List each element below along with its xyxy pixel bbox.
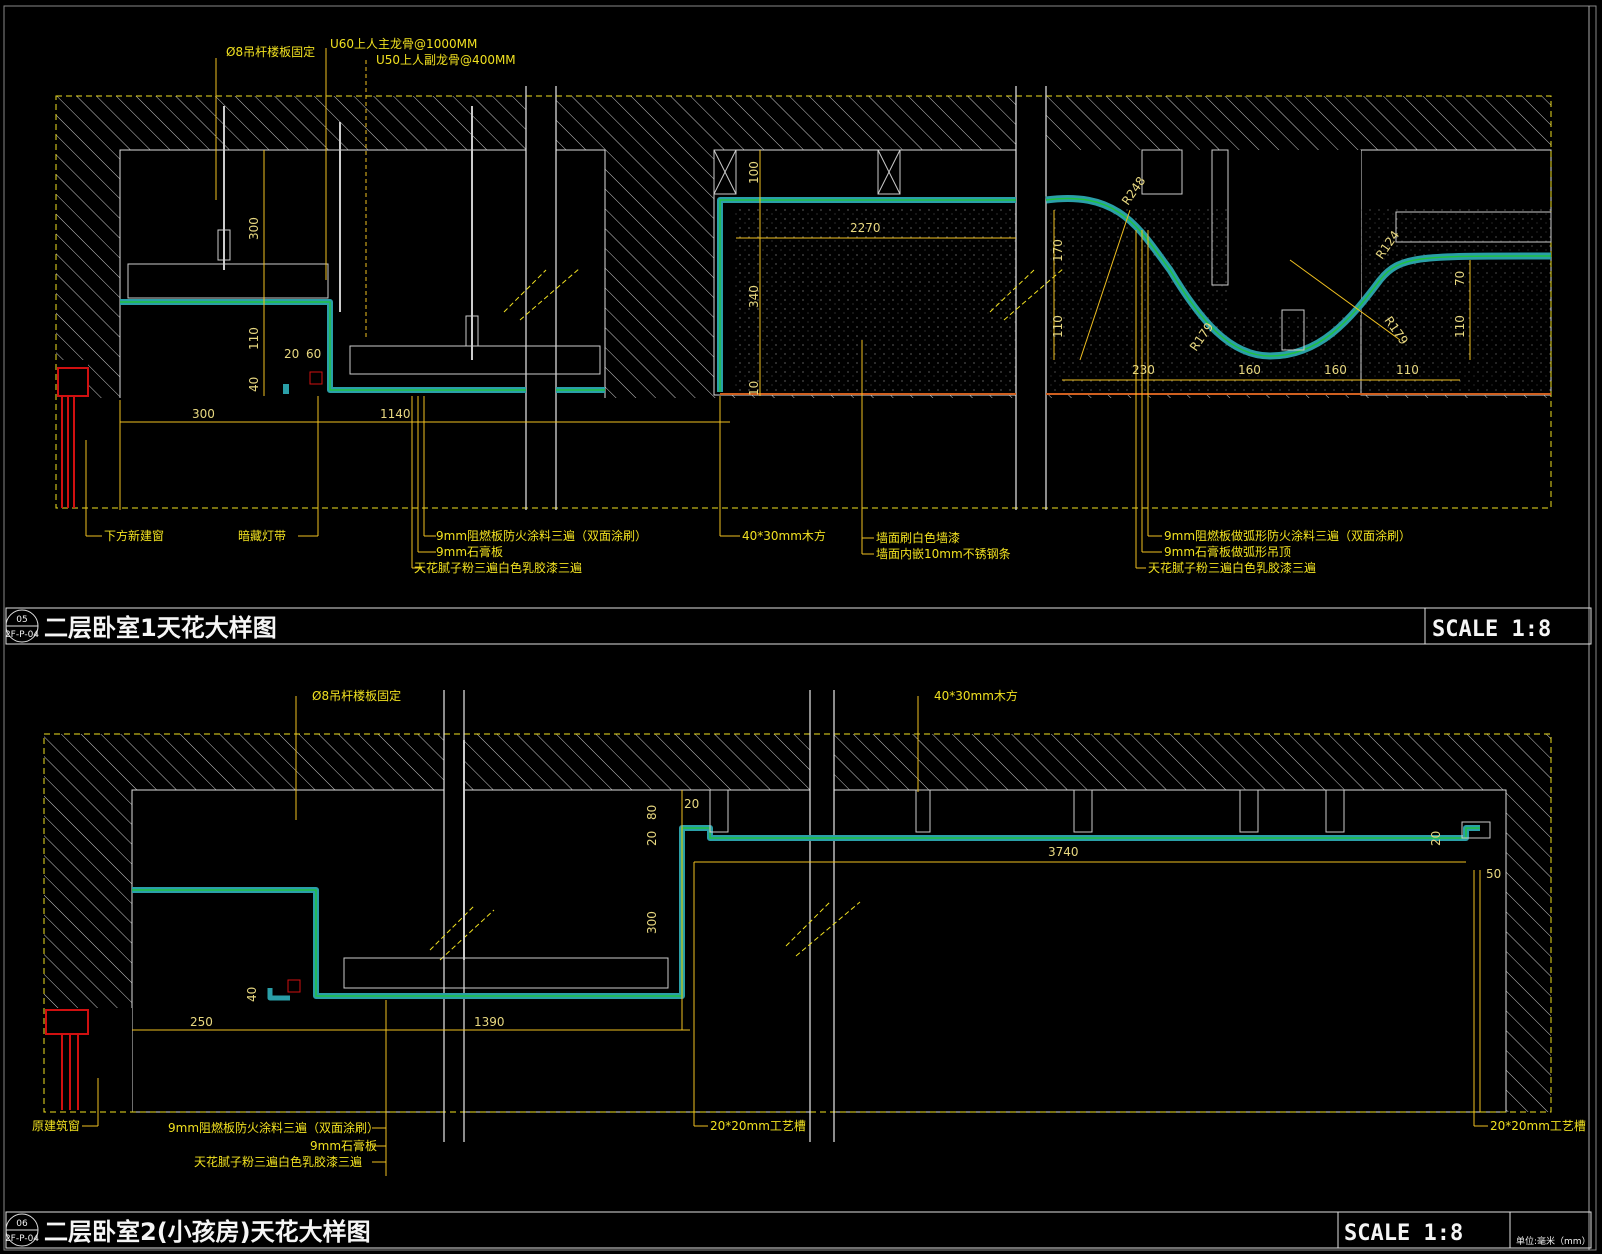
dim-70: 70 — [1453, 271, 1467, 286]
label-window: 下方新建窗 — [104, 528, 164, 543]
dim-20a: 20 — [645, 831, 659, 846]
label-steelstrip: 墙面内嵌10mm不锈钢条 — [876, 547, 1011, 561]
panel-2-badge-number: 06 — [16, 1219, 28, 1229]
dim-20: 20 — [284, 347, 299, 361]
label-rod: Ø8吊杆楼板固定 — [226, 44, 315, 59]
dim-300: 300 — [192, 407, 215, 421]
label-gypsum1: 9mm石膏板 — [436, 544, 503, 559]
dim-110: 110 — [247, 327, 261, 350]
dim-230: 230 — [1132, 363, 1155, 377]
dim-110b: 110 — [1051, 315, 1065, 338]
dim-1390: 1390 — [474, 1015, 505, 1029]
dim-2270: 2270 — [850, 221, 881, 235]
dim-80: 80 — [645, 805, 659, 820]
dim-300-2: 300 — [645, 911, 659, 934]
label-gypsum-2: 9mm石膏板 — [310, 1138, 377, 1153]
label-gypsum2: 9mm石膏板做弧形吊顶 — [1164, 544, 1291, 559]
panel-1-text: Ø8吊杆楼板固定 U60上人主龙骨@1000MM U50上人副龙骨@400MM … — [5, 37, 1551, 642]
label-board-2: 9mm阻燃板防火涂料三遍（双面涂刷） — [168, 1120, 379, 1135]
panel-1-badge-sheet: 2F-P-04 — [5, 630, 39, 640]
panel-2-scale: SCALE 1:8 — [1344, 1221, 1463, 1246]
dim-1140: 1140 — [380, 407, 411, 421]
dim-250: 250 — [190, 1015, 213, 1029]
dim-110c: 110 — [1453, 315, 1467, 338]
label-rod-2: Ø8吊杆楼板固定 — [312, 688, 401, 703]
label-timber: 40*30mm木方 — [742, 528, 826, 543]
dim-300v: 300 — [247, 217, 261, 240]
dim-3740: 3740 — [1048, 845, 1079, 859]
panel-1-badge-number: 05 — [16, 615, 27, 625]
label-u50: U50上人副龙骨@400MM — [376, 53, 516, 67]
dim-20c: 20 — [1429, 831, 1443, 846]
dim-170: 170 — [1051, 239, 1065, 262]
label-board1: 9mm阻燃板防火涂料三遍（双面涂刷） — [436, 528, 647, 543]
label-u60: U60上人主龙骨@1000MM — [330, 37, 477, 51]
label-paint2: 天花腻子粉三遍白色乳胶漆三遍 — [1148, 560, 1316, 575]
panel-2-badge-sheet: 2F-P-04 — [5, 1234, 39, 1244]
label-window-2: 原建筑窗 — [32, 1118, 80, 1133]
dim-40: 40 — [247, 377, 261, 392]
dim-110d: 110 — [1396, 363, 1419, 377]
dim-160a: 160 — [1238, 363, 1261, 377]
panel-2-detail — [5, 690, 1592, 1249]
panel-1-title: 二层卧室1天花大样图 — [44, 614, 277, 642]
dim-100: 100 — [747, 161, 761, 184]
dim-160b: 160 — [1324, 363, 1347, 377]
panel-2-title: 二层卧室2(小孩房)天花大样图 — [44, 1218, 371, 1246]
dim-20b: 20 — [684, 797, 699, 811]
panel-2-text: Ø8吊杆楼板固定 40*30mm木方 原建筑窗 9mm阻燃板防火涂料三遍（双面涂… — [5, 688, 1591, 1247]
label-board2: 9mm阻燃板做弧形防火涂料三遍（双面涂刷） — [1164, 528, 1411, 543]
dim-10: 10 — [747, 381, 761, 396]
panel-1-boundary — [55, 95, 1552, 509]
label-paint1: 天花腻子粉三遍白色乳胶漆三遍 — [414, 560, 582, 575]
dim-50: 50 — [1486, 867, 1501, 881]
label-paint-2: 天花腻子粉三遍白色乳胶漆三遍 — [194, 1154, 362, 1169]
panel-1-detail — [5, 48, 1592, 645]
dim-60: 60 — [306, 347, 321, 361]
label-lightstrip: 暗藏灯带 — [238, 528, 286, 543]
drawing-frame — [3, 5, 1597, 1251]
label-wallpaint: 墙面刷白色墙漆 — [876, 530, 960, 545]
label-groove-2: 20*20mm工艺槽 — [1490, 1119, 1586, 1133]
panel-2-boundary — [43, 733, 1552, 1113]
dim-340: 340 — [747, 285, 761, 308]
label-groove-1: 20*20mm工艺槽 — [710, 1119, 806, 1133]
label-timber-2: 40*30mm木方 — [934, 688, 1018, 703]
unit-note: 单位:毫米（mm） — [1516, 1235, 1591, 1247]
dim-40-2: 40 — [245, 987, 259, 1002]
panel-1-scale: SCALE 1:8 — [1432, 617, 1551, 642]
